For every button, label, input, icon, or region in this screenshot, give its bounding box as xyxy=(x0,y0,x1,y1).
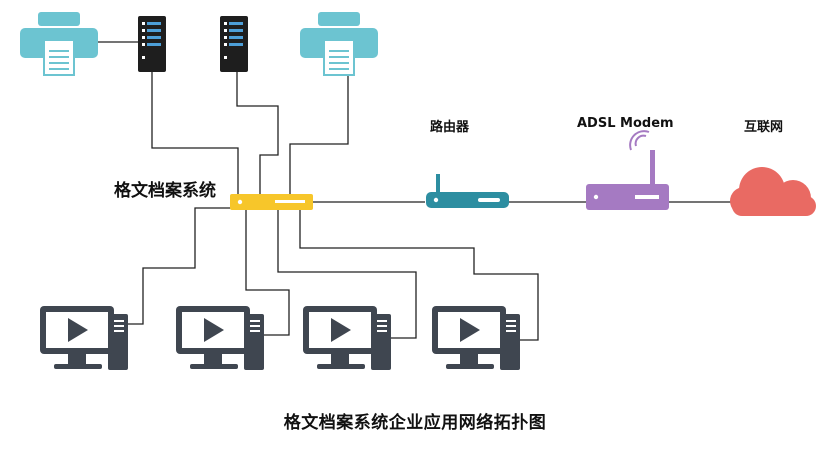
server-icon xyxy=(138,16,166,72)
wire-printer2-switch xyxy=(289,74,349,196)
modem-label: ADSL Modem xyxy=(577,116,674,131)
printer-icon xyxy=(20,12,98,76)
wires xyxy=(98,41,735,341)
wire-server1-switch xyxy=(151,70,239,196)
pc-icon xyxy=(303,306,391,370)
router-icon xyxy=(426,174,509,208)
pc-icon xyxy=(432,306,520,370)
system-label: 格文档案系统 xyxy=(114,181,216,201)
server-icon xyxy=(220,16,248,72)
wire-switch-pc4 xyxy=(299,208,539,341)
pc-icon xyxy=(40,306,128,370)
router-label: 路由器 xyxy=(430,120,470,135)
wire-switch-pc3 xyxy=(277,208,417,339)
wire-server2-switch xyxy=(236,70,279,196)
wire-switch-pc2 xyxy=(245,208,290,336)
internet-label: 互联网 xyxy=(744,120,784,135)
printer-icon xyxy=(300,12,378,76)
switch-icon xyxy=(230,194,313,210)
wire-switch-pc1 xyxy=(124,207,232,325)
cloud-icon xyxy=(730,167,816,216)
diagram-caption: 格文档案系统企业应用网络拓扑图 xyxy=(283,413,547,433)
modem-icon xyxy=(586,130,669,210)
pc-icon xyxy=(176,306,264,370)
